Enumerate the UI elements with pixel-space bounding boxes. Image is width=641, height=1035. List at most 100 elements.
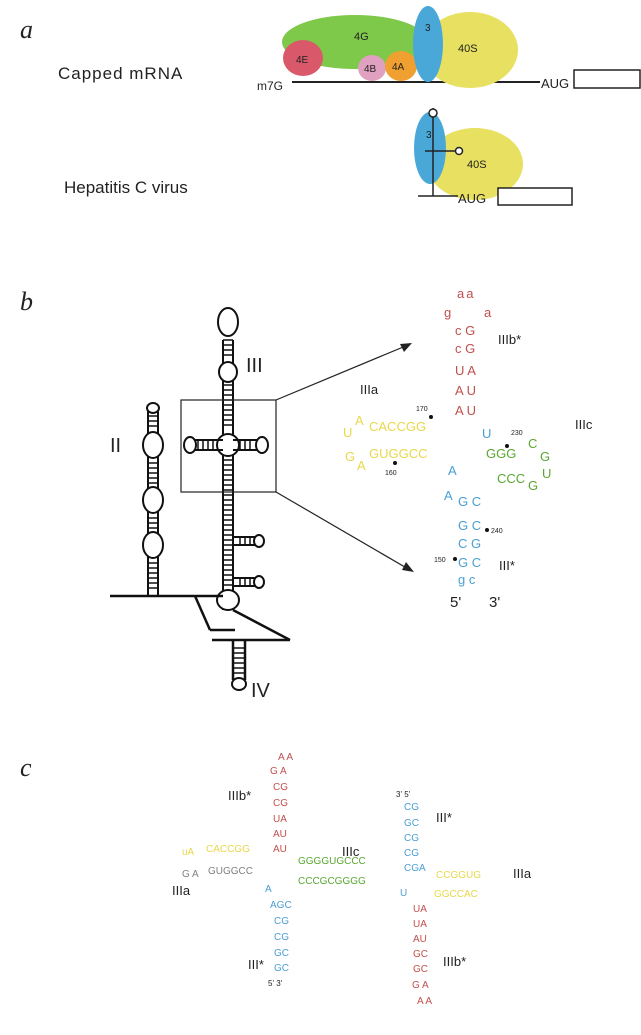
zoom-arrow-top bbox=[275, 344, 409, 401]
five-prime-b: 5' bbox=[450, 594, 461, 611]
seq-aa: aa bbox=[457, 286, 475, 301]
zoom-box bbox=[180, 399, 277, 493]
seq-g2: G bbox=[345, 449, 355, 464]
label-iiib-c-left: IIIb* bbox=[228, 788, 251, 803]
c-au-a: AU bbox=[273, 829, 287, 840]
hcv-hairpin-loop bbox=[454, 146, 464, 156]
seq-ggg: GGG bbox=[486, 446, 516, 461]
c-ua-r: UA bbox=[413, 904, 427, 915]
subunit-40s-hcv bbox=[427, 128, 523, 200]
label-iii-star-c-bottom: III* bbox=[248, 957, 264, 972]
coding-box-1 bbox=[573, 69, 641, 89]
seq-g: g bbox=[444, 305, 451, 320]
domain-iii-rungs bbox=[223, 339, 233, 586]
seq-ua: U A bbox=[455, 363, 476, 378]
zoom-arrow-bottom bbox=[275, 491, 411, 571]
c-ua-small: uA bbox=[182, 847, 195, 858]
m7g-cap: m7G bbox=[257, 79, 283, 93]
seq-guggcc: GUGGCC bbox=[369, 446, 428, 461]
seq-au1: A U bbox=[455, 383, 476, 398]
c-ggccac: GGCCAC bbox=[434, 889, 478, 900]
label-4g: 4G bbox=[354, 31, 369, 43]
c-gc-r: GC bbox=[404, 818, 419, 829]
c-ua-r2: UA bbox=[413, 919, 427, 930]
c-gc-r2: GC bbox=[413, 949, 428, 960]
marker-230 bbox=[505, 444, 509, 448]
c-gc-r3: GC bbox=[413, 964, 428, 975]
c-au-b: AU bbox=[273, 844, 287, 855]
label-iiia-c-right: IIIa bbox=[513, 866, 532, 881]
label-iiic-c: IIIc bbox=[342, 844, 360, 859]
seq-a3: A bbox=[357, 458, 366, 473]
coding-box-2 bbox=[497, 187, 573, 206]
aug-start-2: AUG bbox=[458, 191, 486, 206]
subdomain-labels-b: IIIb* IIIa IIIc III* 5' 3' bbox=[360, 332, 593, 611]
c-ga-r: G A bbox=[412, 980, 429, 991]
domain-iii-label: III bbox=[246, 355, 263, 377]
marker-160 bbox=[393, 461, 397, 465]
seq-a5: A bbox=[444, 488, 453, 503]
row-label-capped-mrna: Capped mRNA bbox=[58, 64, 183, 83]
seq-cg1: c G bbox=[455, 323, 475, 338]
label-40s-hcv: 40S bbox=[467, 159, 487, 171]
c-aa-bottom: A A bbox=[417, 996, 432, 1007]
seq-a: a bbox=[484, 305, 492, 320]
factor-4a bbox=[385, 51, 417, 81]
c-cg-r3: CG bbox=[404, 848, 419, 859]
sequence-detail-c: A A G A CG CG UA AU AU uA CACCGG G A GUG… bbox=[182, 752, 481, 1007]
seq-u2: U bbox=[482, 426, 491, 441]
seq-g3: G bbox=[540, 449, 550, 464]
c-ga-top: G A bbox=[270, 766, 287, 777]
c-cg-d: CG bbox=[274, 932, 289, 943]
arrowhead-top bbox=[400, 343, 412, 352]
seq-u: U bbox=[343, 425, 352, 440]
domain-iv-label: IV bbox=[251, 680, 271, 702]
c-ua: UA bbox=[273, 814, 287, 825]
arrowhead-bottom bbox=[402, 562, 414, 572]
c-cg-r2: CG bbox=[404, 833, 419, 844]
c-ccgg: CCGGUG bbox=[436, 870, 481, 881]
seq-gc3: G C bbox=[458, 555, 481, 570]
seq-caccgg: CACCGG bbox=[369, 419, 426, 434]
label-3: 3 bbox=[425, 23, 431, 34]
seq-ccc: CCC bbox=[497, 471, 525, 486]
label-iii-star-b: III* bbox=[499, 558, 515, 573]
seq-a2: A bbox=[355, 413, 364, 428]
label-iiia-b: IIIa bbox=[360, 382, 379, 397]
seq-u3: U bbox=[542, 466, 551, 481]
c-5-3: 5' 3' bbox=[268, 979, 283, 988]
num-230: 230 bbox=[511, 430, 523, 437]
label-4a: 4A bbox=[392, 62, 405, 73]
c-a-mid: A bbox=[265, 884, 272, 895]
subunit-40s bbox=[422, 12, 518, 88]
position-numbers: 170 230 160 240 150 bbox=[385, 406, 523, 564]
arm-rungs bbox=[197, 440, 251, 586]
domain-iv-rungs bbox=[233, 647, 245, 674]
marker-240 bbox=[485, 528, 489, 532]
c-cg-c: CG bbox=[274, 916, 289, 927]
factor-4b bbox=[358, 55, 386, 81]
sequence-detail-b: aa g a c G c G U A A U A U U A CACCGG G … bbox=[343, 286, 551, 587]
seq-g4: G bbox=[528, 478, 538, 493]
label-iiic-b: IIIc bbox=[575, 417, 593, 432]
num-170: 170 bbox=[416, 406, 428, 413]
c-caccgg: CACCGG bbox=[206, 844, 250, 855]
label-iii-star-c-top: III* bbox=[436, 810, 452, 825]
c-aa-top: A A bbox=[278, 752, 293, 763]
seq-c: C bbox=[528, 436, 537, 451]
seq-cg3: C G bbox=[458, 536, 481, 551]
c-au-r: AU bbox=[413, 934, 427, 945]
num-160: 160 bbox=[385, 470, 397, 477]
marker-170 bbox=[429, 415, 433, 419]
label-iiib-b: IIIb* bbox=[498, 332, 521, 347]
domain-iv-loop bbox=[231, 677, 247, 691]
domain-ii-rungs bbox=[148, 415, 158, 589]
seq-cg2: c G bbox=[455, 341, 475, 356]
c-guggcc-gray: GUGGCC bbox=[208, 866, 253, 877]
c-cg-b: CG bbox=[273, 798, 288, 809]
label-3-hcv: 3 bbox=[426, 130, 432, 141]
c-u-mid: U bbox=[400, 888, 407, 899]
aug-start-1: AUG bbox=[541, 76, 569, 91]
label-40s: 40S bbox=[458, 43, 478, 55]
num-150: 150 bbox=[434, 557, 446, 564]
